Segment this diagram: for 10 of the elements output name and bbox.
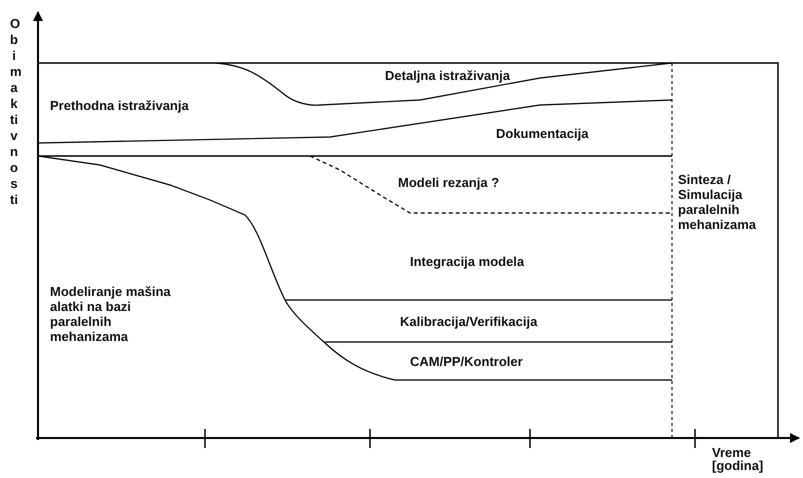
region-label: Kalibracija/Verifikacija: [400, 314, 538, 329]
region-label: Integracija modela: [410, 254, 524, 269]
region-label: CAM/PP/Kontroler: [410, 354, 523, 369]
region-label: Detaljna istraživanja: [385, 68, 510, 83]
axis-label: Vreme [godina]: [712, 446, 764, 472]
region-label: Modeliranje mašina alatki na bazi paralelnih mehanizama: [50, 284, 172, 344]
region-label: Sinteza / Simulacija paralelnih mehanizama: [678, 172, 758, 232]
region-label: Dokumentacija: [496, 126, 588, 141]
region-label: Modeli rezanja ?: [398, 175, 500, 190]
region-label: Prethodna istraživanja: [50, 98, 189, 113]
